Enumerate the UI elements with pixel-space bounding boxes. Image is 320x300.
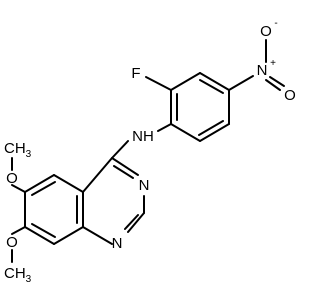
- fluorine-label: F: [131, 65, 140, 82]
- methoxy-top-carbon-label: CH3: [4, 140, 32, 160]
- methoxy-bottom-ch: CH: [4, 265, 26, 282]
- nitrophenyl-ring: [170, 72, 230, 142]
- methoxy-bottom-oxygen-label: O: [6, 234, 18, 251]
- nitro-oxygen-top-charge: -: [274, 18, 277, 29]
- fluorine-bond: [145, 76, 172, 91]
- chemical-structure-diagram: F NH N + O - O N N O CH3 O CH3: [4, 18, 296, 285]
- amine-linker-bonds: [111, 123, 172, 159]
- ring-nitrogen-1-label: N: [112, 235, 123, 252]
- ring-nitrogen-3-label: N: [139, 177, 150, 194]
- nitro-nitrogen-charge: +: [270, 58, 276, 69]
- methoxy-top-oxygen-label: O: [6, 170, 18, 187]
- nitro-bonds: [228, 39, 285, 91]
- nitro-oxygen-bottom-label: O: [284, 87, 296, 104]
- nitro-oxygen-top-label: O: [260, 23, 272, 40]
- quinazoline-benzene-ring: [24, 174, 84, 245]
- nitro-nitrogen-label: N: [257, 62, 268, 79]
- amine-label: NH: [132, 128, 154, 145]
- quinazoline-pyrimidine-ring: [82, 157, 145, 245]
- methoxy-top-ch: CH: [4, 140, 26, 157]
- methoxy-bottom-carbon-label: CH3: [4, 265, 32, 285]
- methoxy-top-subscript: 3: [26, 149, 32, 160]
- methoxy-bottom-subscript: 3: [26, 274, 32, 285]
- structure-canvas: F NH N + O - O N N O CH3 O CH3: [4, 18, 296, 285]
- methoxy-bonds: [11, 157, 26, 263]
